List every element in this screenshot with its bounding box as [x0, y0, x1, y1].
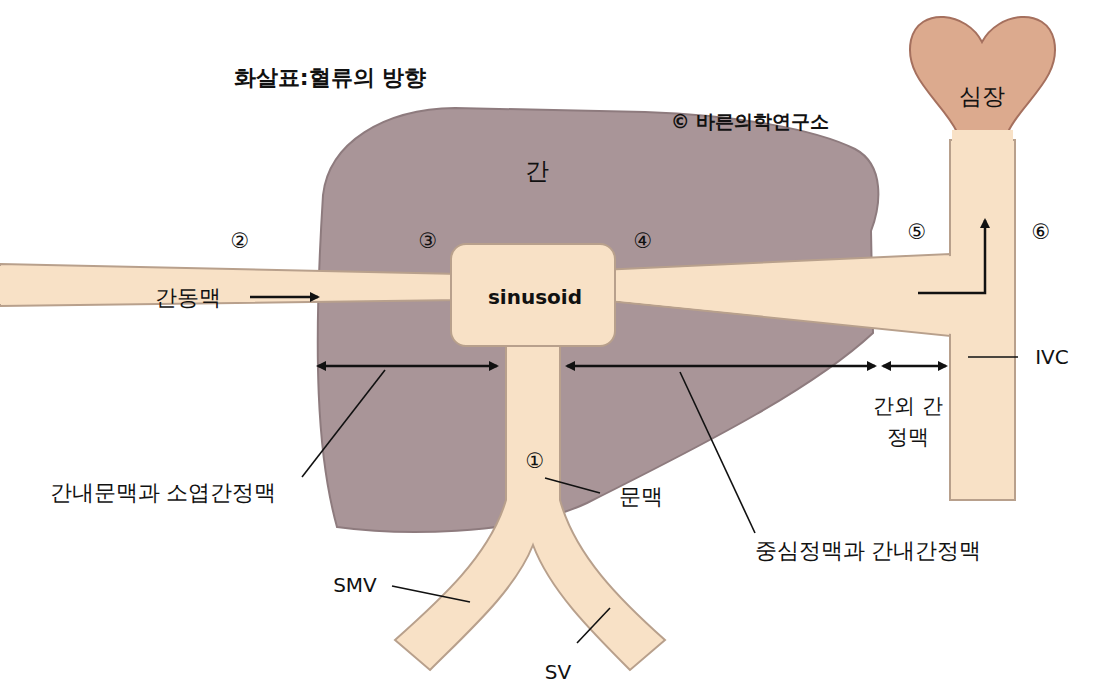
heart-organ: 심장: [905, 0, 1060, 168]
callout-number: ③: [419, 229, 438, 253]
callout-number: ②: [231, 229, 250, 253]
callout-number: ④: [634, 229, 653, 253]
vessel-name: SMV: [333, 574, 377, 597]
vessel-name: 중심정맥과 간내간정맥: [755, 538, 982, 563]
vessel-name: 문맥: [619, 484, 663, 509]
callout-number: ①: [526, 449, 545, 473]
vessel-name: 간동맥: [155, 285, 221, 310]
callout-number: ⑥: [1032, 220, 1051, 244]
vessel-name: SV: [545, 661, 571, 684]
liver-organ: 간 sinusoid: [315, 105, 875, 535]
vessel-name: 간외 간정맥: [869, 391, 947, 454]
node-label: sinusoid: [488, 286, 582, 309]
watermark: © 바른의학연구소: [671, 111, 830, 133]
vessel-name: IVC: [1035, 346, 1069, 369]
diagram-title: 화살표:혈류의 방향: [234, 65, 426, 90]
node-label: 간: [525, 158, 549, 186]
vessel-name: 간내문맥과 소엽간정맥: [50, 480, 277, 505]
node-label: 심장: [959, 83, 1005, 109]
sinusoid-box: sinusoid: [450, 243, 616, 347]
callout-number: ⑤: [908, 220, 927, 244]
